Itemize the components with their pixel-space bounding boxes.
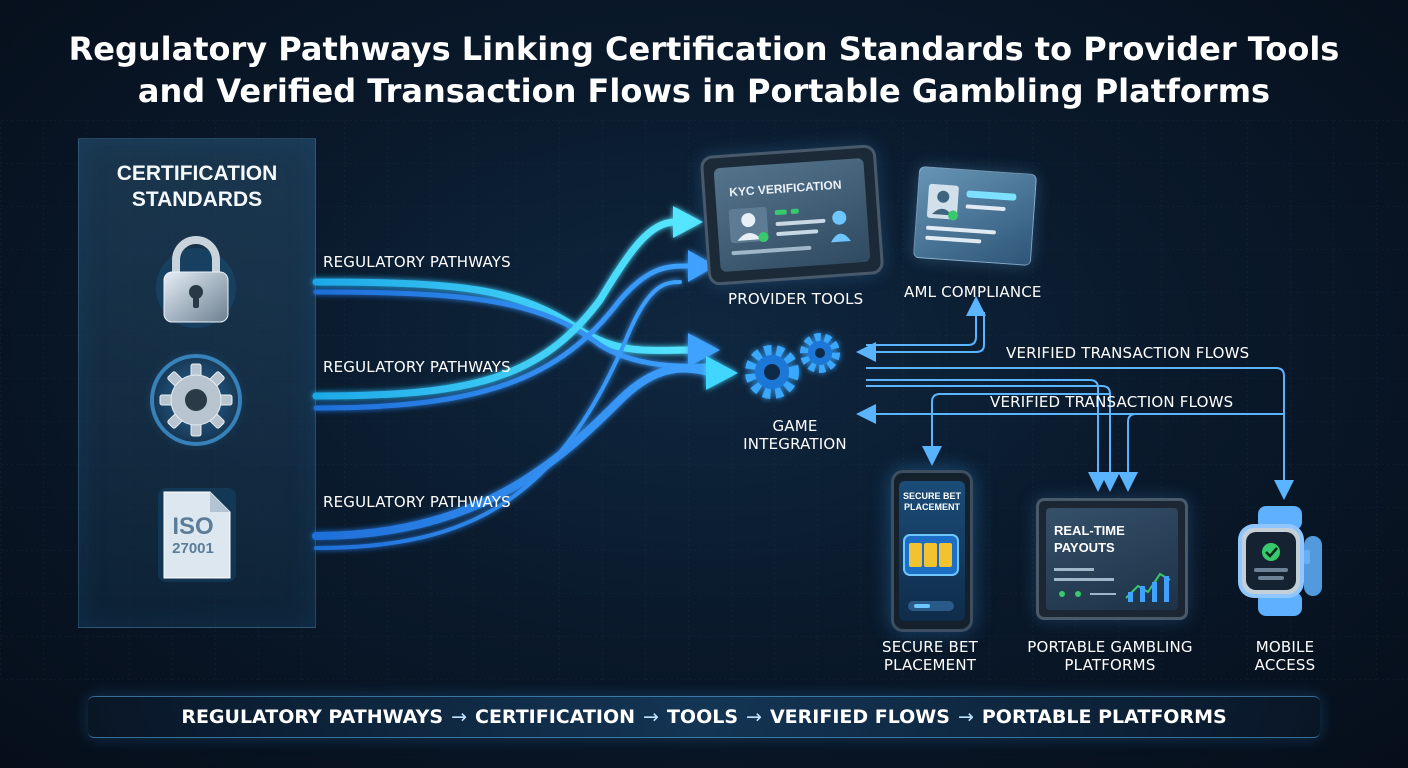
secure-bet-phone: SECURE BET PLACEMENT [891,470,973,632]
summary-step-tools: TOOLS [666,706,739,728]
pathway-band-2 [313,289,718,369]
gear-large [745,345,799,399]
summary-arrow-4: → [957,706,974,728]
gear-icon [144,350,248,450]
phone-screen-text: SECURE BET PLACEMENT [899,491,965,513]
cert-title-line2: STANDARDS [131,188,263,211]
regulatory-pathways-label-3: REGULATORY PATHWAYS [323,493,511,511]
pathway-band-3 [312,218,679,400]
transaction-flow-lines [856,296,1294,500]
summary-step-verified-flows: VERIFIED FLOWS [769,706,950,728]
payout-tablet-screen: REAL-TIME PAYOUTS [1046,508,1178,610]
phone-screen: SECURE BET PLACEMENT [899,481,965,621]
flow-line-tablet-3 [1118,413,1284,492]
mobile-access-label: MOBILE ACCESS [1240,638,1330,674]
page-title-line1: Regulatory Pathways Linking Certificatio… [68,30,1340,68]
payout-screen-line1: REAL-TIME [1054,523,1125,538]
flow-line-phone [922,393,1110,466]
iso-text-line1: ISO [172,513,214,540]
flow-line-mobile [866,367,1294,500]
aml-compliance-label: AML COMPLIANCE [904,283,1042,301]
page-title-line2: and Verified Transaction Flows in Portab… [137,72,1271,110]
lock-icon [156,236,236,328]
mobile-line2: ACCESS [1254,656,1316,674]
pathway-band-6 [314,280,682,550]
summary-step-regulatory-pathways: REGULATORY PATHWAYS [181,706,444,728]
game-integration-label: GAME INTEGRATION [743,417,847,453]
flow-line-tablet-2 [866,385,1120,492]
regulatory-pathways-label-2: REGULATORY PATHWAYS [323,358,511,376]
phone-screen-line1: SECURE BET [902,491,961,501]
pathway-arrowhead-4 [706,356,738,390]
slot-machine-icon [903,534,959,611]
summary-step-certification: CERTIFICATION [475,706,636,728]
iso-document-shape [158,488,236,582]
secure-bet-line2: PLACEMENT [883,656,977,674]
payout-screen-text: REAL-TIME PAYOUTS [1054,522,1125,556]
pathway-band-5 [312,364,714,540]
pathway-summary-bar: REGULATORY PATHWAYS → CERTIFICATION → TOOLS →… [88,696,1320,738]
game-integration-line2: INTEGRATION [743,435,847,453]
iso-document-icon: ISO 27001 [158,488,236,582]
summary-step-portable-platforms: PORTABLE PLATFORMS [981,706,1227,728]
iso-text-line2: 27001 [172,540,214,557]
flow-line-aml-back [856,312,985,362]
pathway-summary-text: REGULATORY PATHWAYS → CERTIFICATION → TOOLS →… [88,697,1320,737]
portable-line2: PLATFORMS [1064,656,1156,674]
summary-arrow-1: → [451,706,467,728]
secure-bet-placement-label: SECURE BET PLACEMENT [874,638,986,674]
aml-user-card-icon [925,183,1017,244]
summary-arrow-3: → [746,706,762,728]
kyc-screen-text: KYC VERIFICATION [728,177,842,200]
flow-line-tablet-1 [866,379,1108,492]
certification-standards-title: CERTIFICATION STANDARDS [79,161,315,213]
aml-compliance-card [912,165,1038,267]
game-integration-line1: GAME [772,417,818,435]
phone-screen-line2: PLACEMENT [904,502,960,512]
regulatory-pathways-label-1: REGULATORY PATHWAYS [323,253,511,271]
page-title: Regulatory Pathways Linking Certificatio… [0,28,1408,112]
secure-bet-line1: SECURE BET [881,638,979,656]
real-time-payouts-tablet: REAL-TIME PAYOUTS [1036,498,1188,620]
pathway-arrowhead-1 [673,206,703,238]
pathway-band-4 [313,263,693,411]
game-integration-gears-icon [745,333,840,399]
payout-chart-icon [1054,568,1171,602]
portable-gambling-platforms-label: PORTABLE GAMBLING PLATFORMS [1020,638,1200,674]
flow-line-aml [866,296,986,346]
regulatory-pathway-bands [312,218,718,550]
kyc-verification-tablet: KYC VERIFICATION [699,144,885,286]
smartwatch-icon [1238,506,1322,616]
verified-transaction-flows-label-2: VERIFIED TRANSACTION FLOWS [990,393,1234,411]
kyc-tablet-screen: KYC VERIFICATION [713,157,871,273]
pathway-arrowhead-3 [688,333,720,367]
pathway-band-1 [312,278,694,354]
payout-screen-line2: PAYOUTS [1054,540,1115,555]
cert-title-line1: CERTIFICATION [116,162,278,185]
provider-tools-label: PROVIDER TOOLS [728,290,864,308]
iso-document-text: ISO 27001 [158,513,228,560]
certification-standards-panel: CERTIFICATION STANDARDS [78,138,316,628]
portable-line1: PORTABLE GAMBLING [1027,638,1193,656]
verified-transaction-flows-label-1: VERIFIED TRANSACTION FLOWS [1006,344,1250,362]
mobile-line1: MOBILE [1255,638,1315,656]
pathway-arrowhead-2 [688,250,716,282]
kyc-user-icon [728,206,851,256]
gear-small [800,333,840,373]
pathway-arrowheads [673,206,738,390]
summary-arrow-2: → [643,706,659,728]
